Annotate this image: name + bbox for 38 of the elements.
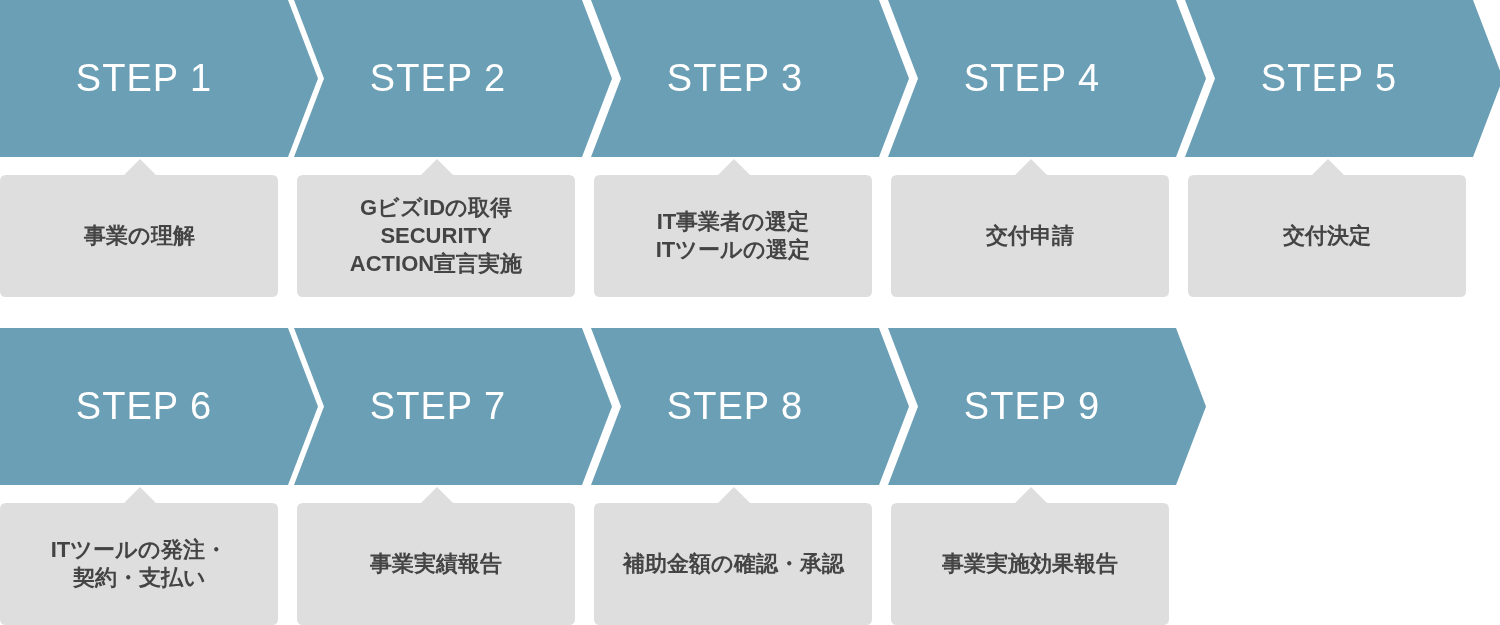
step-label: STEP 8: [665, 384, 805, 429]
speech-bubble: [891, 159, 1169, 297]
speech-bubble: [0, 159, 278, 297]
step-description: 事業実績報告: [370, 550, 502, 578]
speech-bubble: [891, 487, 1169, 625]
step-banner: [888, 328, 1206, 485]
step-description: SECURITY ACTION宣言実施: [348, 222, 524, 278]
step-description: 事業の理解: [83, 222, 195, 250]
step-banner: [591, 0, 909, 157]
step-banner: [0, 0, 318, 157]
step-banner: [294, 0, 612, 157]
step-description: 事業実施効果報告: [942, 550, 1118, 578]
step-description: 交付決定: [1283, 222, 1371, 250]
step-label: STEP 2: [368, 56, 508, 101]
speech-bubble: [594, 159, 872, 297]
step-banner: [1185, 0, 1500, 157]
step-description: GビズIDの取得: [359, 194, 513, 222]
step-description: ITツールの選定: [655, 236, 811, 264]
step-description: IT事業者の選定: [656, 208, 810, 236]
step-description: 補助金額の確認・承認: [622, 550, 844, 578]
step-label: STEP 3: [665, 56, 805, 101]
step-label: STEP 6: [74, 384, 214, 429]
step-banner: [591, 328, 909, 485]
speech-bubble: [1188, 159, 1466, 297]
step-label: STEP 1: [74, 56, 214, 101]
step-banner: [294, 328, 612, 485]
speech-bubble: [594, 487, 872, 625]
step-description: ITツールの発注・契約・支払い: [49, 536, 229, 592]
speech-bubble: [297, 487, 575, 625]
step-label: STEP 4: [962, 56, 1102, 101]
step-label: STEP 5: [1259, 56, 1399, 101]
speech-bubble: [297, 159, 575, 297]
speech-bubble: [0, 487, 278, 625]
step-label: STEP 7: [368, 384, 508, 429]
step-banner: [888, 0, 1206, 157]
step-banner: [0, 328, 318, 485]
step-description: 交付申請: [986, 222, 1074, 250]
step-label: STEP 9: [962, 384, 1102, 429]
